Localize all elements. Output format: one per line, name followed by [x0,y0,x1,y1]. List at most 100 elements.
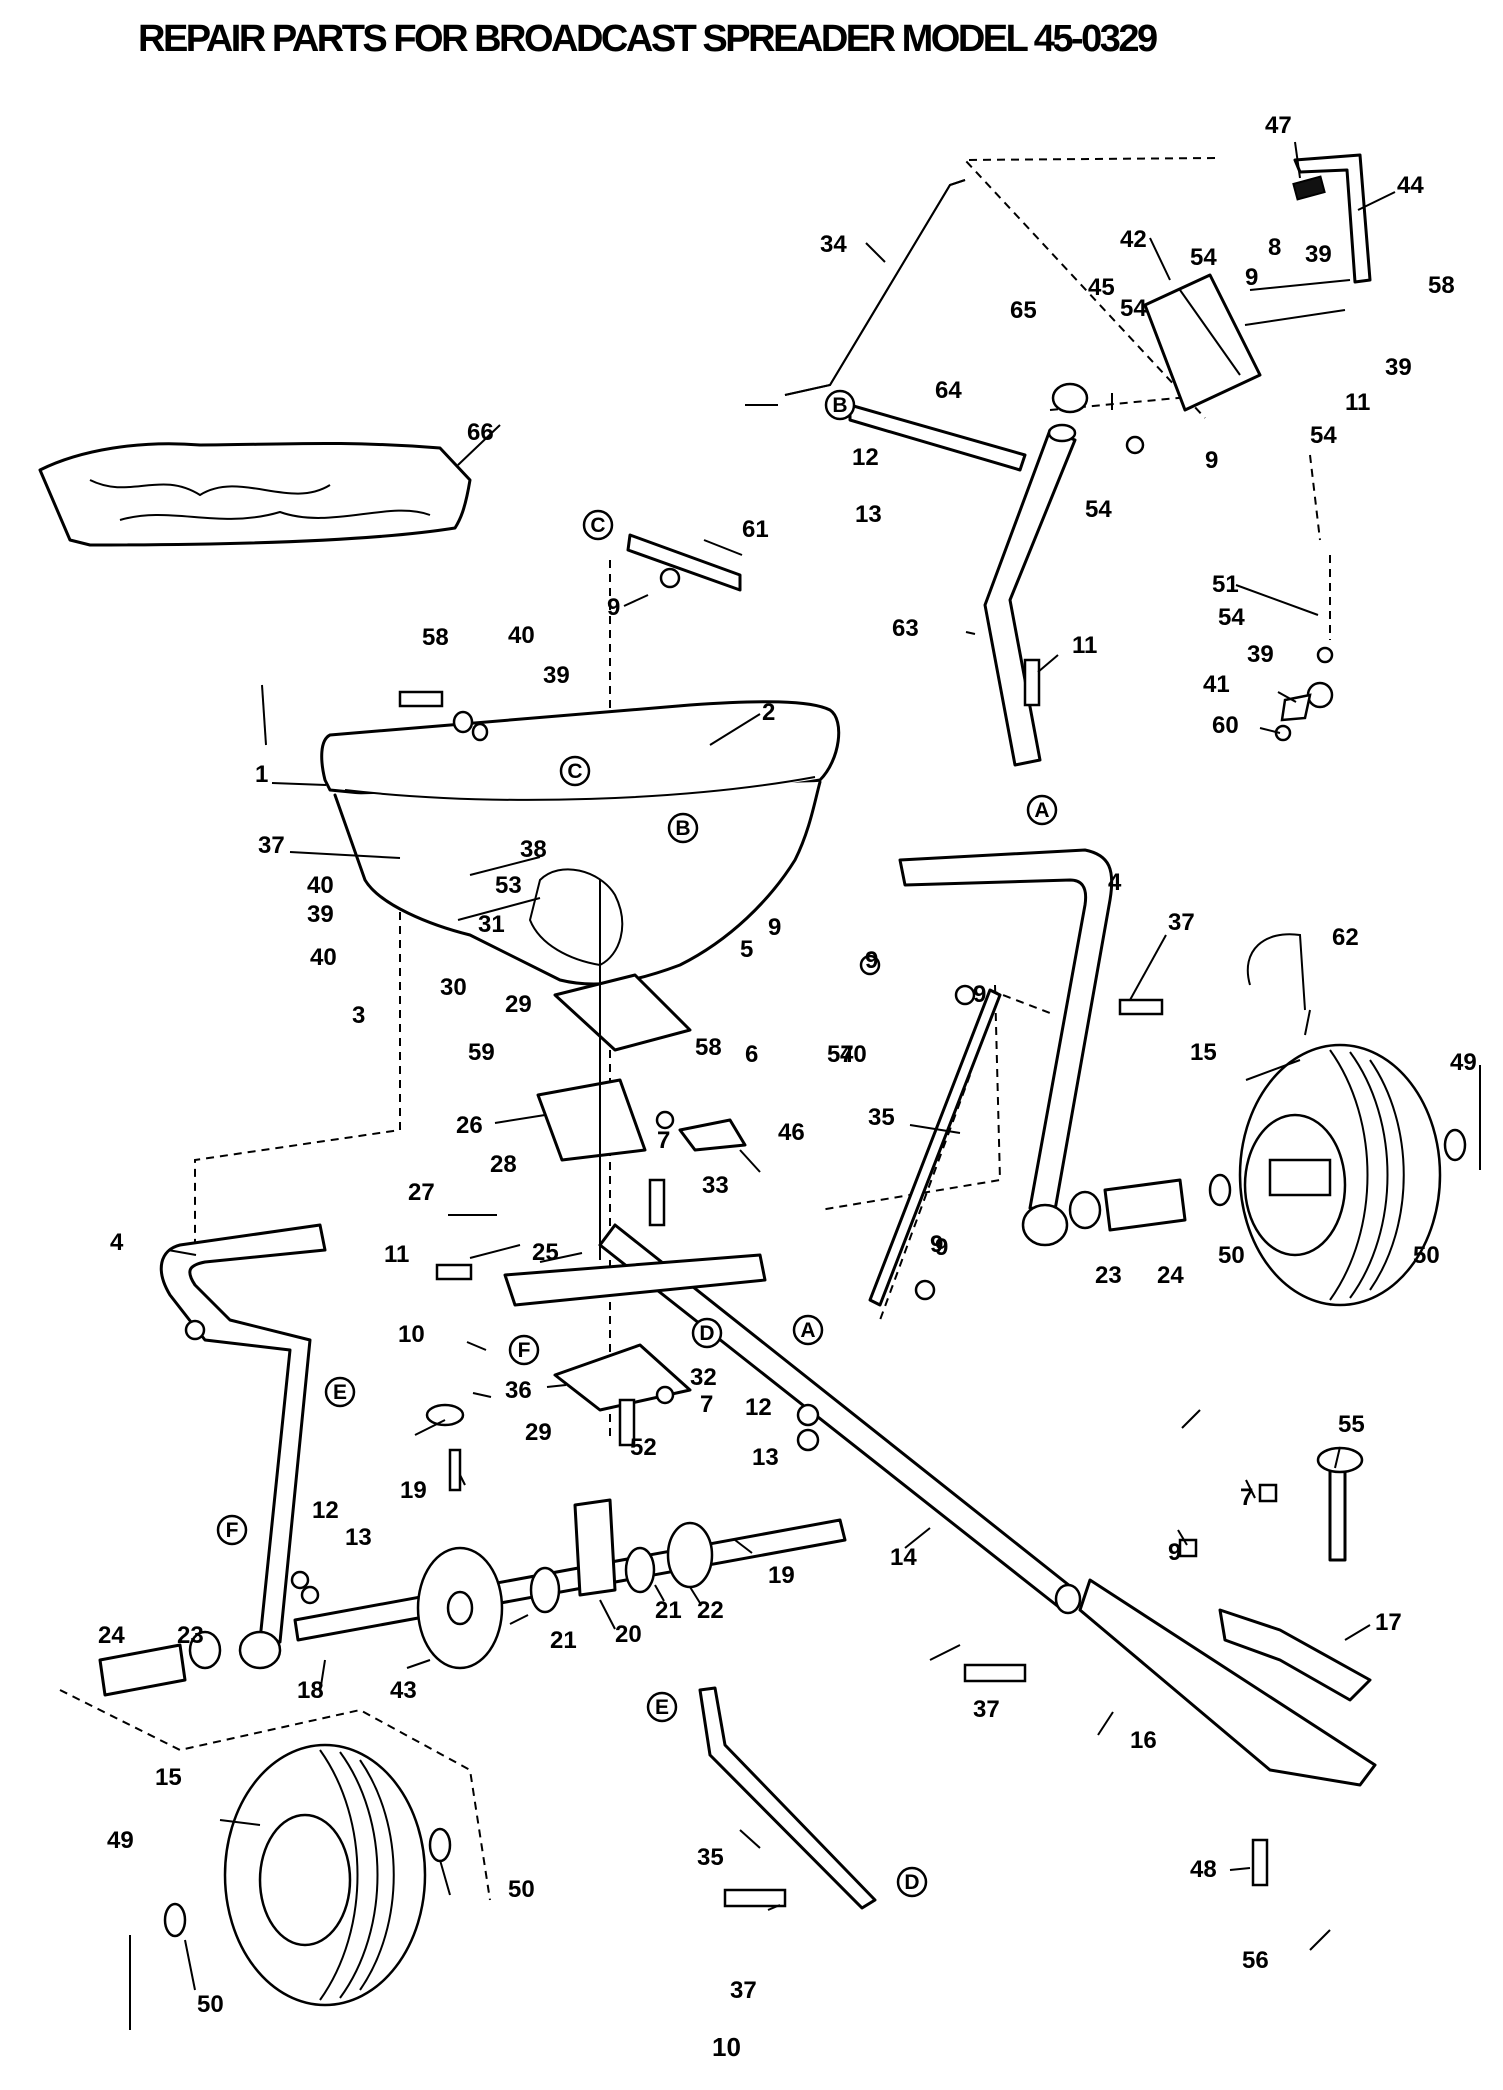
callout: 63 [892,615,919,642]
callout: 34 [820,231,847,258]
hitch-pin-62 [1246,933,1306,1011]
callout: 16 [1130,1727,1157,1754]
callout: 15 [1190,1039,1217,1066]
callout: 66 [467,419,494,446]
callout: 10 [398,1321,425,1348]
svg-text:D: D [699,1322,714,1345]
callout: 41 [1203,671,1230,698]
callout: 50 [1413,1242,1440,1269]
callout: 45 [1088,274,1115,301]
page-number: 10 [712,2032,741,2062]
spreader-handle [983,382,1089,767]
stand-16 [1078,1578,1377,1787]
callout: 9 [1168,1539,1181,1566]
callout: 1 [255,761,268,788]
callout: 57 [827,1041,854,1068]
svg-text:B: B [675,817,690,840]
callout: 13 [752,1444,779,1471]
callout: 51 [1212,571,1239,598]
hardware [184,435,1334,1908]
callout: 32 [690,1364,717,1391]
callout: 62 [1332,924,1359,951]
callout: 13 [855,501,882,528]
svg-text:B: B [832,394,847,417]
callout: 47 [1265,112,1292,139]
callout: 9 [865,947,878,974]
callout: 29 [525,1419,552,1446]
callout: 46 [778,1119,805,1146]
washer-50-far [1443,1128,1467,1162]
callout: 38 [520,836,547,863]
callout: 19 [768,1562,795,1589]
handle-tube-left [159,1223,327,1670]
callout: 44 [1397,172,1424,199]
washer-50-bottom [163,1902,187,1938]
callout: 65 [1010,297,1037,324]
callout: 39 [1385,354,1412,381]
callout: 50 [197,1991,224,2018]
svg-text:A: A [1034,799,1049,822]
callout: 49 [1450,1049,1477,1076]
ref-letter-b-hopper: B [667,812,699,844]
callout: 9 [930,1231,943,1258]
callout: 19 [400,1477,427,1504]
washer-50-right [1208,1173,1232,1207]
ref-letter-a-frame: A [792,1314,824,1346]
washer-50-left [428,1827,452,1863]
sleeve-24-right [1103,1178,1187,1232]
clevis-pin-55 [1328,1463,1347,1562]
svg-text:C: C [590,514,605,537]
svg-text:F: F [226,1519,239,1542]
callout: 28 [490,1151,517,1178]
callout: 20 [615,1621,642,1648]
callout: 54 [1085,496,1112,523]
callout: 50 [1218,1242,1245,1269]
callout: 12 [312,1497,339,1524]
callout: 13 [345,1524,372,1551]
page-title: REPAIR PARTS FOR BROADCAST SPREADER MODE… [138,18,1158,60]
callout: 35 [697,1844,724,1871]
callout: 39 [543,662,570,689]
callout: 54 [1190,244,1217,271]
frame-tube [503,1223,1082,1615]
callout: 8 [1268,234,1281,261]
callout: 11 [1072,632,1097,659]
axle-assembly [293,1498,847,1670]
flow-plate [553,973,692,1052]
callout: 37 [730,1977,757,2004]
wheel-right [1238,1043,1442,1307]
callout: 37 [258,832,285,859]
ref-letter-b-control: B [824,389,856,421]
callout: 55 [1338,1411,1365,1438]
ref-letter-c-bracket: C [582,509,614,541]
reference-letters: B C C B A D A F E F E D [216,389,1058,1898]
callout: 26 [456,1112,483,1139]
wheel-left [223,1743,427,2007]
callout: 52 [630,1434,657,1461]
callout: 9 [768,914,781,941]
lever-grip [1292,175,1326,201]
callout: 18 [297,1677,324,1704]
callout: 43 [390,1677,417,1704]
callout: 9 [1245,264,1258,291]
callout: 40 [310,944,337,971]
callout: 6 [745,1041,758,1068]
slide-plate [678,1118,747,1152]
part-callouts: 47 44 34 42 8 39 54 9 58 45 54 65 39 11 … [98,112,1477,2018]
ref-letter-e-handle: E [324,1376,356,1408]
callout: 36 [505,1377,532,1404]
callout: 54 [1218,604,1245,631]
callout: 25 [532,1239,559,1266]
hopper-cover [38,441,472,547]
ref-letter-a-handle: A [1026,794,1058,826]
callout: 9 [935,1234,948,1261]
callout: 37 [1168,909,1195,936]
callout: 12 [745,1394,772,1421]
callout: 58 [422,624,449,651]
callout: 29 [505,991,532,1018]
callout: 58 [695,1034,722,1061]
callout: 24 [1157,1262,1184,1289]
callout: 12 [852,444,879,471]
callout: 17 [1375,1609,1402,1636]
